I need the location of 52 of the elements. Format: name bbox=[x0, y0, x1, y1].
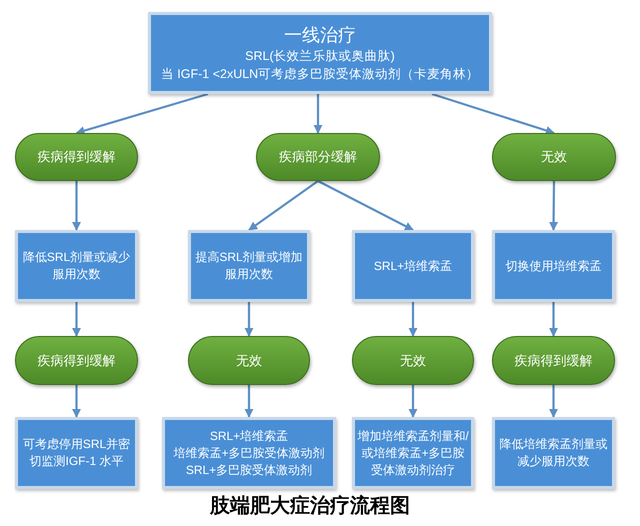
arrow bbox=[408, 385, 418, 418]
process-box bbox=[162, 417, 336, 489]
step-text: 提高SRL剂量或增加服用次数 bbox=[194, 249, 304, 283]
arrow bbox=[408, 302, 418, 337]
outcome-pill bbox=[492, 336, 615, 385]
arrow bbox=[72, 302, 81, 337]
outcome-label: 疾病得到缓解 bbox=[38, 352, 116, 370]
box-heading: 一线治疗 bbox=[284, 24, 356, 47]
outcome-pill bbox=[15, 336, 138, 385]
step-text: 切换使用培维索孟 bbox=[506, 258, 602, 274]
box-text: SRL(长效兰乐肽或奥曲肽) bbox=[245, 48, 395, 65]
outcome-label: 无效 bbox=[236, 352, 262, 370]
process-box bbox=[492, 417, 615, 489]
step-text: 降低SRL剂量或减少服用次数 bbox=[22, 249, 132, 283]
outcome-pill bbox=[15, 133, 138, 181]
arrow bbox=[549, 385, 558, 418]
process-box bbox=[15, 230, 138, 302]
arrow bbox=[318, 180, 414, 231]
arrow bbox=[248, 180, 319, 231]
box-text: 当 IGF-1 <2xULN可考虑多巴胺受体激动剂（卡麦角林） bbox=[160, 66, 480, 83]
arrow bbox=[72, 385, 81, 418]
step-text: SRL+培维索孟 bbox=[210, 428, 288, 444]
process-box bbox=[492, 230, 615, 302]
arrow bbox=[72, 181, 81, 231]
arrow bbox=[549, 302, 558, 337]
step-text: 增加培维索孟剂量和/或培维索孟+多巴胺受体激动剂治疗 bbox=[357, 428, 469, 478]
outcome-label: 疾病得到缓解 bbox=[514, 352, 592, 370]
outcome-label: 疾病得到缓解 bbox=[38, 148, 116, 166]
arrow bbox=[76, 92, 208, 135]
arrow bbox=[432, 92, 555, 135]
arrow bbox=[244, 302, 254, 337]
outcome-pill bbox=[352, 336, 474, 385]
outcome-label: 无效 bbox=[400, 352, 426, 370]
process-box bbox=[15, 417, 138, 489]
step-text: 可考虑停用SRL并密切监测IGF-1 水平 bbox=[22, 436, 132, 470]
step-text: 培维索孟+多巴胺受体激动剂 bbox=[173, 444, 324, 462]
outcome-label: 疾病部分缓解 bbox=[279, 148, 357, 166]
process-box bbox=[352, 417, 474, 489]
arrow bbox=[244, 385, 254, 418]
outcome-pill bbox=[492, 133, 616, 181]
process-box bbox=[352, 230, 474, 302]
step-text: 降低培维索孟剂量或减少服用次数 bbox=[498, 436, 608, 470]
outcome-pill bbox=[188, 336, 310, 385]
process-box bbox=[148, 12, 492, 94]
arrow bbox=[314, 94, 322, 134]
step-text: SRL+培维索孟 bbox=[374, 258, 452, 274]
caption: 肢端肥大症治疗流程图 bbox=[210, 494, 410, 519]
outcome-pill bbox=[256, 133, 380, 181]
outcome-label: 无效 bbox=[541, 148, 567, 166]
process-box bbox=[188, 230, 310, 302]
arrow bbox=[549, 180, 558, 231]
step-text: SRL+多巴胺受体激动剂 bbox=[186, 462, 312, 478]
